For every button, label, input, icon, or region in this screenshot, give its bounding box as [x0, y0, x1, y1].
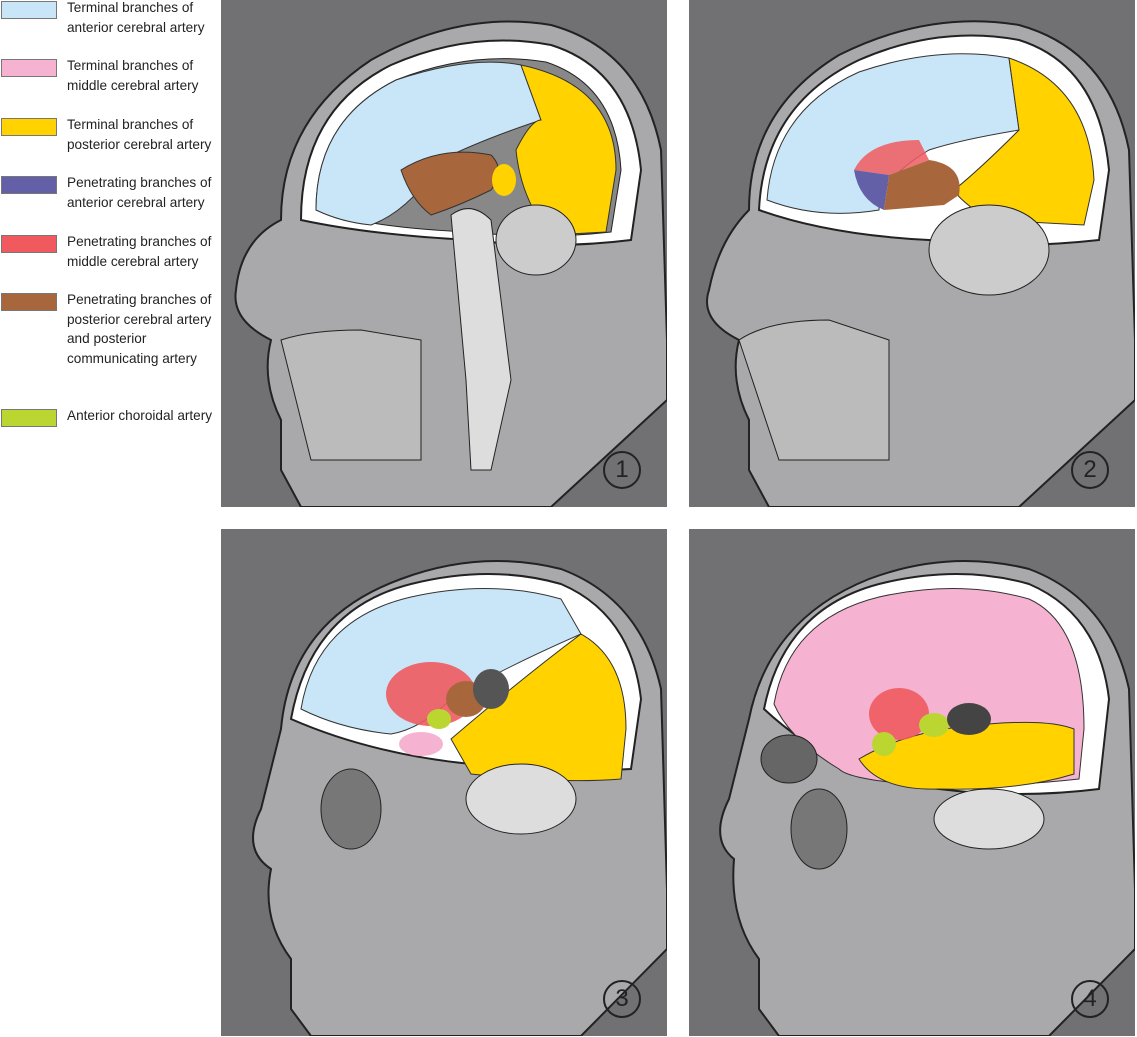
arterial-territory-region [869, 688, 929, 740]
panel-2-parasagittal: 2 [689, 0, 1135, 507]
panel-3-lateral-sagittal: 3 [221, 529, 667, 1036]
arterial-territory-region [315, 61, 542, 226]
legend-swatch [1, 235, 57, 253]
legend-swatch [1, 59, 57, 77]
legend-swatch [1, 118, 57, 136]
legend-label: Terminal branches of posterior cerebral … [67, 117, 212, 152]
arterial-territory-region [300, 587, 582, 735]
legend-swatch [1, 1, 57, 19]
legend-swatch [1, 409, 57, 427]
legend-label: Penetrating branches of anterior cerebra… [67, 175, 212, 210]
arterial-territory-region [854, 170, 889, 210]
legend-label: Terminal branches of middle cerebral art… [67, 58, 199, 93]
arterial-territory-region [399, 732, 443, 756]
arterial-territory-region [884, 160, 960, 210]
legend-label: Penetrating branches of middle cerebral … [67, 234, 212, 269]
arterial-territory-region [854, 140, 929, 175]
head-section-illustration [719, 560, 1135, 1036]
legend-label: Terminal branches of anterior cerebral a… [67, 0, 205, 35]
panel-number-badge: 4 [1071, 980, 1109, 1018]
panel-number-badge: 3 [603, 980, 641, 1018]
arterial-territory-region [872, 732, 896, 756]
legend-label: Anterior choroidal artery [67, 408, 213, 423]
arterial-territory-region [400, 151, 499, 216]
legend-swatch [1, 293, 57, 311]
arterial-territory-region [919, 713, 949, 737]
arterial-territory-region [427, 709, 451, 729]
panel-4-lateral-sagittal: 4 [689, 529, 1135, 1036]
panel-number-badge: 2 [1071, 451, 1109, 489]
legend-label: Penetrating branches of posterior cerebr… [67, 292, 212, 366]
head-section-illustration [252, 560, 667, 1036]
panel-number-badge: 1 [603, 451, 641, 489]
legend-swatch [1, 176, 57, 194]
head-section-illustration [706, 20, 1135, 507]
panel-1-midsagittal: 1 [221, 0, 667, 507]
head-section-illustration [234, 20, 667, 507]
arterial-territory-region [766, 53, 1020, 214]
arterial-territory-region [492, 164, 516, 196]
